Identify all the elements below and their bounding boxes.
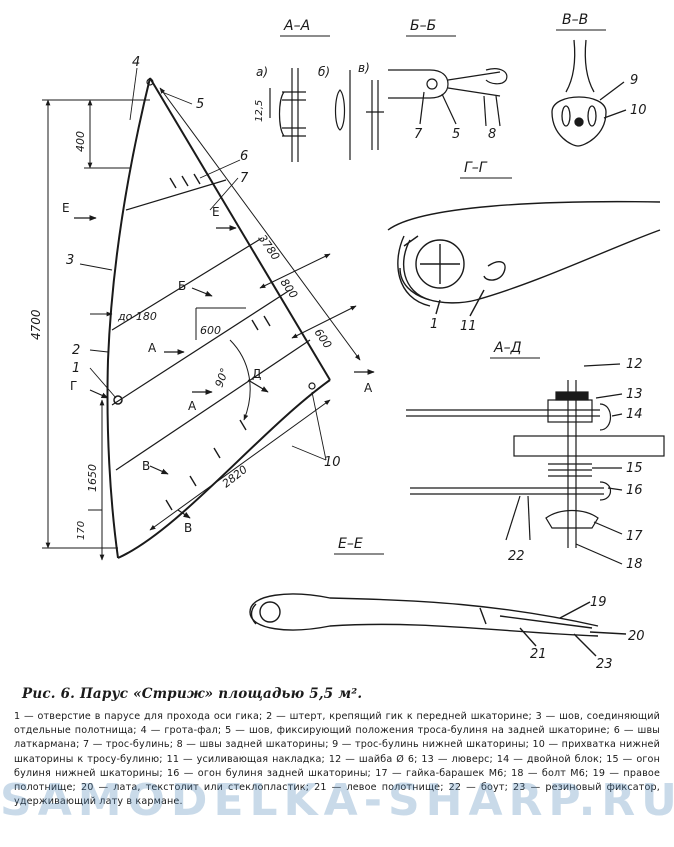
- callout-6: 6: [240, 149, 248, 164]
- mark-E-left: Е: [62, 201, 70, 215]
- batten-pockets: [165, 171, 271, 511]
- mark-V-1: В: [142, 459, 150, 473]
- callout-19: 19: [590, 595, 607, 610]
- dim-to180: до 180: [117, 310, 157, 323]
- mark-G: Г: [70, 379, 77, 393]
- callout-3: 3: [66, 253, 74, 268]
- section-ee-drawing: [249, 593, 627, 657]
- mark-A-1: А: [148, 341, 157, 355]
- callout-8: 8: [488, 127, 496, 142]
- callout-1-gg: 1: [430, 317, 438, 332]
- callout-5-bb: 5: [452, 127, 460, 142]
- subfig-a: а): [256, 65, 268, 79]
- dimension-lines: [42, 87, 361, 561]
- dim-1650: 1650: [86, 464, 99, 492]
- mark-A-2: А: [188, 399, 197, 413]
- dim-600-box: 600: [200, 324, 221, 337]
- section-bb-drawing: [388, 68, 508, 127]
- callout-20: 20: [628, 629, 645, 644]
- section-vv-drawing: [551, 39, 627, 147]
- subfig-v: в): [358, 61, 370, 75]
- callout-13: 13: [626, 387, 643, 402]
- callout-23: 23: [596, 657, 613, 672]
- dim-12-5: 12,5: [254, 100, 265, 122]
- figure-legend: 1 — отверстие в парусе для прохода оси г…: [14, 711, 660, 808]
- dim-600-diag: 600: [312, 326, 335, 351]
- callout-18: 18: [626, 557, 643, 572]
- section-title-ee: Е–Е: [338, 536, 363, 552]
- sail-diagram: 4700 400 1650 170 3780 800 600 600 2820 …: [29, 12, 665, 672]
- section-aa-drawing: [269, 68, 384, 162]
- figure-caption: Рис. 6. Парус «Стриж» площадью 5,5 м².: [22, 686, 363, 702]
- callout-5: 5: [196, 97, 204, 112]
- dim-2820: 2820: [220, 463, 250, 490]
- callout-7-bb: 7: [414, 127, 423, 142]
- callout-16: 16: [626, 483, 643, 498]
- callout-leaders: [79, 67, 327, 461]
- section-title-ad: А–Д: [493, 340, 522, 356]
- section-arrows: [74, 215, 375, 519]
- section-title-vv: В–В: [562, 12, 588, 28]
- dim-3780: 3780: [256, 232, 283, 262]
- section-title-bb: Б–Б: [410, 18, 436, 34]
- section-title-aa: А–А: [283, 18, 310, 34]
- dim-4700: 4700: [29, 309, 43, 340]
- mark-E-right: Е: [212, 205, 220, 219]
- clew-hole: [308, 382, 316, 390]
- callout-9: 9: [630, 73, 638, 88]
- section-ad-drawing: [406, 363, 665, 565]
- angle-90: 90°: [213, 366, 232, 389]
- dim-170: 170: [76, 521, 87, 540]
- callout-10-main: 10: [324, 455, 341, 470]
- callout-7: 7: [240, 171, 249, 186]
- boom-hole: [113, 395, 123, 405]
- section-gg-drawing: [387, 200, 661, 317]
- callout-11: 11: [460, 319, 477, 334]
- callout-17: 17: [626, 529, 643, 544]
- callout-1: 1: [72, 361, 80, 376]
- callout-21: 21: [530, 647, 547, 662]
- callout-14: 14: [626, 407, 643, 422]
- callout-10-vv: 10: [630, 103, 647, 118]
- callout-22: 22: [508, 549, 525, 564]
- callout-15: 15: [626, 461, 643, 476]
- callout-4: 4: [132, 55, 140, 70]
- subfig-b: б): [318, 65, 330, 79]
- callout-12: 12: [626, 357, 643, 372]
- mark-B: Б: [178, 279, 186, 293]
- mark-A-3: А: [364, 381, 373, 395]
- dim-400: 400: [74, 131, 87, 152]
- head-hole: [146, 78, 154, 86]
- callout-2: 2: [72, 343, 80, 358]
- mark-V-2: В: [184, 521, 192, 535]
- section-title-gg: Г–Г: [464, 160, 488, 176]
- mark-D: Д: [252, 367, 261, 381]
